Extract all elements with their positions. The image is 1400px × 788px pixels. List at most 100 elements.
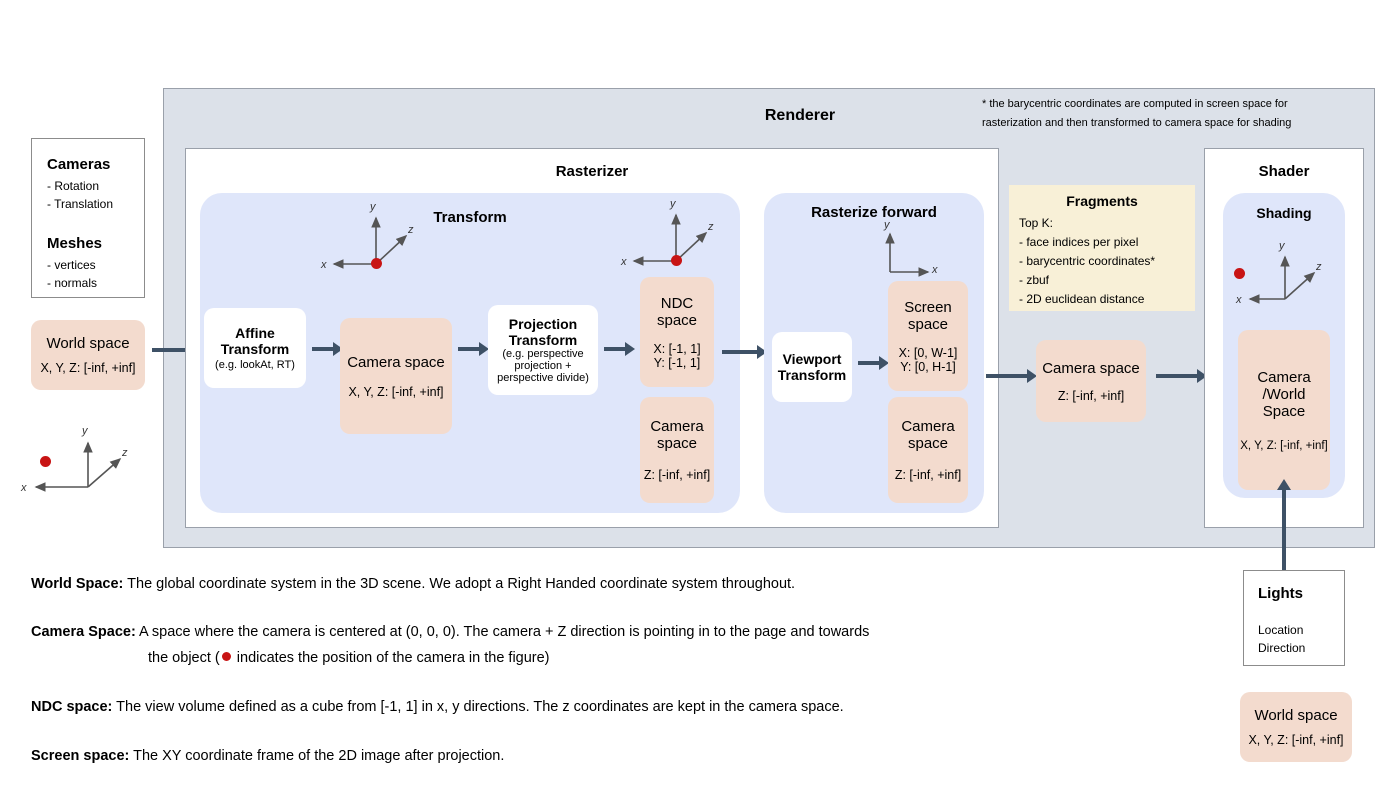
ndc-space-box: NDC space X: [-1, 1] Y: [-1, 1] bbox=[640, 277, 714, 387]
description-term-ndc-space: NDC space: bbox=[31, 699, 113, 715]
projection-note-line3: perspective divide) bbox=[497, 372, 589, 384]
screen-space-axes: y x bbox=[872, 219, 962, 282]
rasterize-forward-title: Rasterize forward bbox=[811, 204, 937, 221]
camera-world-label-line1: Camera bbox=[1257, 368, 1311, 386]
screen-space-label-line1: Screen bbox=[904, 298, 952, 316]
axis-label-x: x bbox=[932, 264, 938, 276]
axis-label-x: x bbox=[21, 482, 27, 494]
renderer-title: Renderer bbox=[764, 107, 836, 124]
fragments-item-barycentric: - barycentric coordinates* bbox=[1019, 254, 1156, 268]
transform-title: Transform bbox=[433, 209, 507, 226]
inputs-panel: Cameras - Rotation - Translation Meshes … bbox=[31, 138, 145, 298]
description-screen-space: Screen space: The XY coordinate frame of… bbox=[31, 746, 1131, 766]
shader-axes: y x z bbox=[1228, 237, 1338, 309]
fragments-item-euclidean: - 2D euclidean distance bbox=[1019, 292, 1145, 306]
arrow-camera-to-projection bbox=[458, 342, 489, 356]
inputs-item-translation: - Translation bbox=[47, 197, 114, 211]
world-space-axes: y x z bbox=[20, 425, 140, 495]
viewport-transform-line2: Transform bbox=[777, 367, 847, 383]
description-text-screen-space: The XY coordinate frame of the 2D image … bbox=[129, 748, 505, 764]
axis-label-y: y bbox=[82, 425, 88, 437]
fragments-camera-space-range: Z: [-inf, +inf] bbox=[1057, 388, 1125, 403]
inputs-item-rotation: - Rotation bbox=[47, 179, 100, 193]
camera-world-range: X, Y, Z: [-inf, +inf] bbox=[1240, 439, 1328, 452]
description-camera-space-post: indicates the position of the camera in … bbox=[232, 650, 550, 666]
axis-label-z: z bbox=[1316, 261, 1322, 273]
lights-world-space-box: World space X, Y, Z: [-inf, +inf] bbox=[1240, 692, 1352, 762]
projection-note-line2: projection + bbox=[514, 360, 572, 372]
camera-dot bbox=[671, 255, 682, 266]
screen-space-box: Screen space X: [0, W-1] Y: [0, H-1] bbox=[888, 281, 968, 391]
arrow-affine-to-camera bbox=[312, 342, 343, 356]
fragments-camera-space-label: Camera space bbox=[1042, 359, 1140, 377]
camera-space-z-label-line1: Camera bbox=[901, 418, 955, 435]
camera-world-label-line2: /World bbox=[1262, 385, 1306, 403]
fragments-camera-space-box: Camera space Z: [-inf, +inf] bbox=[1036, 340, 1146, 422]
description-text-camera-space: A space where the camera is centered at … bbox=[135, 624, 870, 640]
ndc-axes: y x z bbox=[620, 197, 730, 269]
axis-label-y: y bbox=[670, 198, 676, 210]
camera-space-z-box-transform: Camera space Z: [-inf, +inf] bbox=[640, 397, 714, 503]
viewport-transform-line1: Viewport bbox=[782, 351, 842, 367]
description-text-world-space: The global coordinate system in the 3D s… bbox=[123, 576, 796, 592]
affine-transform-note: (e.g. lookAt, RT) bbox=[215, 359, 295, 371]
axes-svg bbox=[885, 232, 930, 277]
rasterizer-title: Rasterizer bbox=[555, 163, 629, 180]
fragments-item-face-indices: - face indices per pixel bbox=[1019, 235, 1139, 249]
axis-label-y: y bbox=[370, 201, 376, 213]
fragments-title: Fragments bbox=[1066, 193, 1138, 209]
lights-title: Lights bbox=[1258, 585, 1303, 602]
viewport-transform-box: Viewport Transform bbox=[772, 332, 852, 402]
inputs-item-normals: - normals bbox=[47, 276, 98, 290]
lights-world-space-label: World space bbox=[1254, 707, 1338, 724]
projection-transform-line2: Transform bbox=[508, 332, 578, 348]
axis-label-y: y bbox=[1279, 240, 1285, 252]
axis-label-z: z bbox=[122, 447, 128, 459]
world-space-box: World space X, Y, Z: [-inf, +inf] bbox=[31, 320, 145, 390]
arrow-camera-to-shader bbox=[1156, 369, 1207, 383]
description-ndc-space: NDC space: The view volume defined as a … bbox=[31, 697, 1131, 717]
lights-item-direction: Direction bbox=[1258, 641, 1306, 655]
camera-space-label: Camera space bbox=[347, 353, 445, 371]
description-term-world-space: World Space: bbox=[31, 576, 124, 592]
description-world-space: World Space: The global coordinate syste… bbox=[31, 574, 1131, 594]
axes-svg bbox=[34, 441, 122, 492]
description-text-ndc-space: The view volume defined as a cube from [… bbox=[112, 699, 844, 715]
affine-transform-line1: Affine bbox=[235, 325, 275, 341]
shader-title: Shader bbox=[1258, 163, 1310, 180]
lights-item-location: Location bbox=[1258, 623, 1304, 637]
camera-world-label-line3: Space bbox=[1262, 402, 1306, 420]
axes-svg bbox=[1248, 255, 1316, 304]
affine-transform-line2: Transform bbox=[220, 341, 290, 357]
arrow-lights-to-shading bbox=[1277, 479, 1291, 575]
axis-label-z: z bbox=[408, 224, 414, 236]
camera-dot bbox=[40, 456, 51, 467]
description-camera-space-pre: the object ( bbox=[148, 650, 220, 666]
camera-space-z-range: Z: [-inf, +inf] bbox=[894, 468, 962, 482]
ndc-space-label-line1: NDC bbox=[660, 294, 694, 312]
projection-transform-line1: Projection bbox=[508, 316, 578, 332]
projection-note-line1: (e.g. perspective bbox=[502, 348, 584, 360]
fragments-lead: Top K: bbox=[1019, 216, 1054, 230]
renderer-footnote-line2: rasterization and then transformed to ca… bbox=[982, 117, 1292, 129]
axes-svg bbox=[632, 213, 708, 266]
transform-axes: y x z bbox=[320, 200, 430, 272]
camera-world-space-box: Camera /World Space X, Y, Z: [-inf, +inf… bbox=[1238, 330, 1330, 490]
world-space-range: X, Y, Z: [-inf, +inf] bbox=[40, 361, 136, 375]
camera-space-z-range: Z: [-inf, +inf] bbox=[643, 468, 711, 482]
axes-svg bbox=[332, 216, 408, 269]
description-camera-space-line2: the object ( indicates the position of t… bbox=[148, 648, 1148, 668]
axis-label-x: x bbox=[321, 259, 327, 271]
camera-space-z-label-line1: Camera bbox=[650, 418, 704, 435]
camera-space-range: X, Y, Z: [-inf, +inf] bbox=[348, 384, 444, 399]
axis-label-y: y bbox=[884, 219, 890, 231]
ndc-space-label-line2: space bbox=[656, 311, 698, 329]
arrow-projection-to-ndc bbox=[604, 342, 635, 356]
arrow-rasterizer-to-fragments-camera bbox=[986, 369, 1037, 383]
camera-space-box-transform: Camera space X, Y, Z: [-inf, +inf] bbox=[340, 318, 452, 434]
screen-space-label-line2: space bbox=[907, 315, 949, 333]
axis-label-x: x bbox=[621, 256, 627, 268]
ndc-range-y: Y: [-1, 1] bbox=[653, 355, 701, 370]
projection-transform-box: Projection Transform (e.g. perspective p… bbox=[488, 305, 598, 395]
camera-space-z-box-rasterize: Camera space Z: [-inf, +inf] bbox=[888, 397, 968, 503]
